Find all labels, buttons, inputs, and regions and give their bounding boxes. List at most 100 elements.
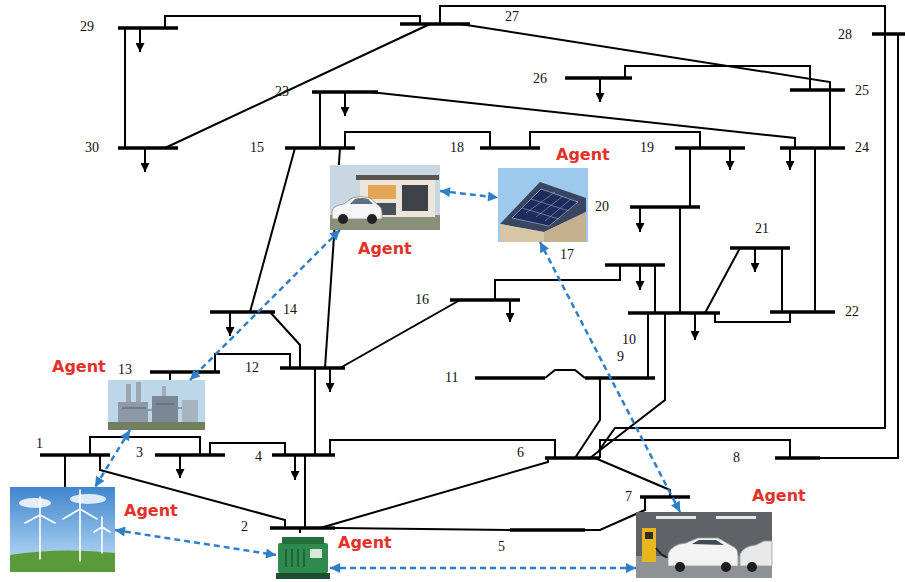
transmission-lines-part <box>679 207 681 313</box>
house-ev-picture-part <box>330 165 440 230</box>
ev-charging-picture-part <box>692 540 724 545</box>
transmission-lines-part <box>705 248 740 313</box>
solar-roof-agent: Agent <box>498 168 588 242</box>
transmission-lines-part <box>460 24 830 90</box>
bus-bars-part <box>640 495 690 499</box>
transmission-lines-part <box>165 24 430 148</box>
load-arrows-part <box>754 248 756 272</box>
bus-bars-part <box>585 376 655 380</box>
transmission-lines <box>65 6 898 533</box>
solar-roof-picture <box>498 168 588 242</box>
generator-picture-part <box>282 537 324 544</box>
transmission-lines-part <box>595 458 670 497</box>
house-ev-picture-part <box>368 185 396 199</box>
wind-farm-picture-part <box>19 498 51 508</box>
house-ev-picture-part <box>338 214 348 224</box>
load-arrows-part <box>144 148 146 172</box>
house-ev-agent: Agent <box>330 165 440 230</box>
transmission-lines-part <box>814 148 816 312</box>
transmission-lines-part <box>210 443 285 455</box>
wind-farm-picture-part-part <box>94 517 110 553</box>
power-plant-picture-part <box>122 404 182 410</box>
solar-roof-picture-part <box>522 192 571 221</box>
communication-link <box>95 430 130 487</box>
transmission-lines-part <box>590 313 665 458</box>
transmission-lines-part <box>90 437 200 455</box>
transmission-lines-part <box>715 312 790 322</box>
ev-charging-picture-part <box>675 562 685 572</box>
bus-bars-part <box>118 26 178 30</box>
bus-bars-part <box>770 310 835 314</box>
transmission-lines-part <box>580 497 645 530</box>
transmission-lines-part <box>165 16 420 28</box>
load-arrows-part <box>694 313 696 340</box>
communication-link <box>330 567 636 570</box>
transmission-lines-part <box>124 28 126 148</box>
ev-charging-agent: Agent <box>636 512 772 578</box>
bus-bars-part <box>675 146 745 150</box>
ev-charging-picture-part <box>716 516 756 519</box>
power-plant-agent: Agent <box>108 380 205 430</box>
load-arrows-part <box>179 455 181 478</box>
load-arrows-part <box>789 148 791 170</box>
generator-picture-part <box>286 549 304 567</box>
solar-roof-picture-part <box>544 212 586 242</box>
wind-farm-picture-part <box>10 550 115 572</box>
agent-links-group <box>95 191 680 568</box>
transmission-lines-part <box>330 440 555 458</box>
transmission-lines-part <box>598 34 885 452</box>
solar-roof-picture-part <box>500 224 544 242</box>
bus-bars-part <box>872 32 905 36</box>
wind-farm-picture-part-part <box>25 497 55 559</box>
generator-picture-part <box>278 543 328 573</box>
ev-charging-picture-part <box>636 512 772 578</box>
ev-charging-picture-part <box>642 528 656 562</box>
load-arrows-part <box>639 207 641 232</box>
transmission-lines-part <box>304 455 306 528</box>
ev-charging-picture-part <box>740 541 772 566</box>
load-arrows-part <box>599 78 601 102</box>
bus-bars-part <box>210 310 275 314</box>
load-arrows-part <box>344 92 346 116</box>
transmission-lines-part <box>829 90 831 148</box>
load-arrows-part <box>729 148 731 170</box>
ev-charging-picture-part <box>668 538 738 566</box>
wind-farm-picture-part <box>70 494 106 504</box>
house-ev-picture-part <box>330 215 440 230</box>
house-ev-picture-part <box>402 185 428 211</box>
wind-farm-agent: Agent <box>10 487 115 572</box>
communication-link <box>190 230 340 380</box>
bus-bars-part <box>510 528 585 532</box>
load-arrows-part <box>639 265 641 290</box>
ev-charging-picture-part <box>645 532 653 539</box>
power-plant-picture-part <box>182 400 198 422</box>
wind-farm-picture-part-part <box>63 490 97 561</box>
solar-roof-picture-part <box>498 168 588 242</box>
load-arrows-part <box>229 312 231 336</box>
solar-roof-picture-part <box>512 189 578 226</box>
wind-farm-picture-part <box>25 490 110 561</box>
transmission-lines-part <box>345 132 490 148</box>
transmission-lines-part <box>270 312 300 368</box>
communication-link <box>115 530 276 555</box>
ev-charging-picture-part <box>747 562 757 572</box>
house-ev-picture-part <box>350 198 373 204</box>
wind-farm-picture-part <box>10 487 115 572</box>
transmission-lines-part <box>600 440 790 458</box>
transmission-lines-part <box>100 455 285 528</box>
bus-bars-part <box>790 88 845 92</box>
load-arrows-part <box>329 368 331 392</box>
load-arrows <box>140 28 790 480</box>
power-plant-picture-part <box>108 380 205 430</box>
bus-bars-part <box>400 22 470 26</box>
transmission-lines-part <box>319 92 321 148</box>
ev-charging-picture-part <box>721 562 731 572</box>
transmission-lines-part <box>250 148 295 312</box>
bus-bars-part <box>775 456 820 460</box>
load-arrows-part <box>294 455 296 480</box>
power-plant-picture-part <box>126 384 131 402</box>
generator-picture-part <box>276 573 330 579</box>
power-plant-picture <box>108 380 205 430</box>
